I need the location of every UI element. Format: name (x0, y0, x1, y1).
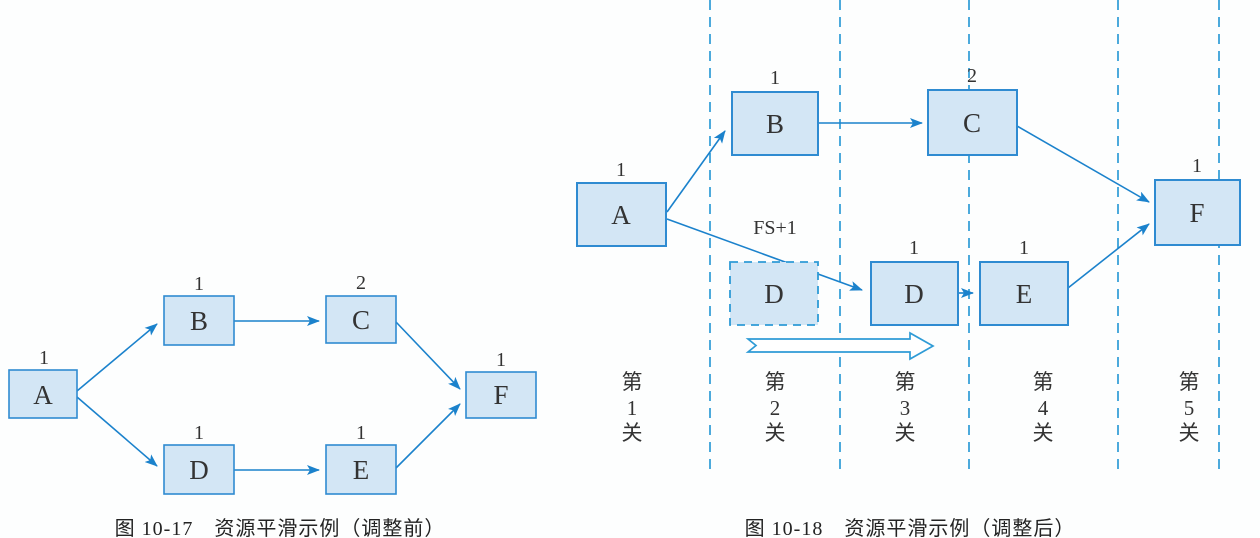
node-d-ghost-label: D (764, 279, 784, 309)
node-e: 1 E (325, 422, 397, 495)
col5-char-num: 5 (1184, 396, 1195, 420)
node-f: 1 F (1154, 155, 1241, 246)
col4-char-num: 4 (1038, 396, 1049, 420)
figure-before: 1 A 1 B 2 C 1 D 1 E (0, 0, 560, 538)
node-b-duration: 1 (770, 67, 780, 89)
col1-char-num: 1 (627, 396, 638, 420)
node-f: 1 F (465, 349, 537, 419)
node-e: 1 E (979, 237, 1069, 326)
node-d-box (163, 444, 235, 495)
col1-char-di: 第 (622, 370, 643, 394)
edge-a-b (666, 130, 726, 213)
shift-right-arrow (745, 331, 935, 361)
node-d-duration: 1 (194, 422, 204, 444)
col4-char-guan: 关 (1033, 421, 1054, 445)
node-f-duration: 1 (496, 349, 506, 371)
node-b-label: B (190, 306, 208, 336)
column-label-4: 第 4 关 (1033, 370, 1054, 445)
fs-plus-1-label: FS+1 (753, 217, 797, 239)
node-a-label: A (33, 380, 53, 410)
edge-e-f (1067, 223, 1150, 289)
node-d: 1 D (163, 422, 235, 495)
col1-char-guan: 关 (622, 421, 643, 445)
node-e-label: E (1016, 279, 1033, 309)
node-a-box (8, 369, 78, 419)
node-d-box (870, 261, 959, 326)
node-e-duration: 1 (356, 422, 366, 444)
node-b-box (731, 91, 819, 156)
figure-caption-before: 图 10-17 资源平滑示例（调整前） (114, 518, 446, 538)
figure-after: FS+1 1 A 1 B 2 C D 1 (560, 0, 1260, 538)
node-c-label: C (963, 108, 981, 138)
node-b: 1 B (731, 67, 819, 156)
edges-before (76, 316, 461, 475)
col5-char-di: 第 (1179, 370, 1200, 394)
node-c-duration: 2 (356, 272, 366, 294)
edge-e-f (395, 403, 461, 469)
node-d-ghost: D (729, 261, 819, 326)
node-a: 1 A (576, 159, 667, 247)
node-a-box (576, 182, 667, 247)
node-e-label: E (353, 455, 370, 485)
node-e-duration: 1 (1019, 237, 1029, 259)
node-f-duration: 1 (1192, 155, 1202, 177)
node-c: 2 C (325, 272, 397, 344)
node-d-label: D (189, 455, 209, 485)
node-c-duration: 2 (967, 65, 977, 87)
node-f-label: F (493, 380, 508, 410)
col5-char-guan: 关 (1179, 421, 1200, 445)
figure-caption-after: 图 10-18 资源平滑示例（调整后） (744, 518, 1076, 538)
edge-a-d (76, 396, 158, 467)
node-f-box (465, 371, 537, 419)
network-diagram-before: 1 A 1 B 2 C 1 D 1 E (8, 272, 537, 495)
edges-after (666, 118, 1150, 298)
node-d: 1 D (870, 237, 959, 326)
col3-char-num: 3 (900, 396, 911, 420)
node-f-box (1154, 179, 1241, 246)
column-label-1: 第 1 关 (622, 370, 643, 445)
node-d-duration: 1 (909, 237, 919, 259)
col2-char-di: 第 (765, 370, 786, 394)
column-label-3: 第 3 关 (895, 370, 916, 445)
column-labels: 第 1 关 第 2 关 第 3 关 第 4 关 (622, 370, 1200, 445)
col2-char-num: 2 (770, 396, 781, 420)
node-a-label: A (611, 200, 631, 230)
node-c: 2 C (927, 65, 1018, 156)
node-d-ghost-box (729, 261, 819, 326)
node-a-duration: 1 (39, 347, 49, 369)
edge-c-f (395, 321, 461, 390)
col3-char-di: 第 (895, 370, 916, 394)
node-b-box (163, 295, 235, 346)
edge-c-f (1016, 125, 1150, 203)
node-d-label: D (904, 279, 924, 309)
time-grid (709, 0, 1220, 470)
node-b-duration: 1 (194, 273, 204, 295)
col2-char-guan: 关 (765, 421, 786, 445)
column-label-5: 第 5 关 (1179, 370, 1200, 445)
node-a: 1 A (8, 347, 78, 419)
node-b-label: B (766, 109, 784, 139)
node-e-box (325, 444, 397, 495)
node-c-box (325, 295, 397, 344)
col3-char-guan: 关 (895, 421, 916, 445)
node-b: 1 B (163, 273, 235, 346)
edge-a-d-fs1 (666, 218, 863, 291)
col4-char-di: 第 (1033, 370, 1054, 394)
edge-a-b (76, 323, 158, 392)
node-e-box (979, 261, 1069, 326)
column-label-2: 第 2 关 (765, 370, 786, 445)
network-diagram-after: FS+1 1 A 1 B 2 C D 1 (576, 0, 1241, 470)
node-f-label: F (1189, 198, 1204, 228)
node-c-label: C (352, 305, 370, 335)
node-a-duration: 1 (616, 159, 626, 181)
node-c-box (927, 89, 1018, 156)
